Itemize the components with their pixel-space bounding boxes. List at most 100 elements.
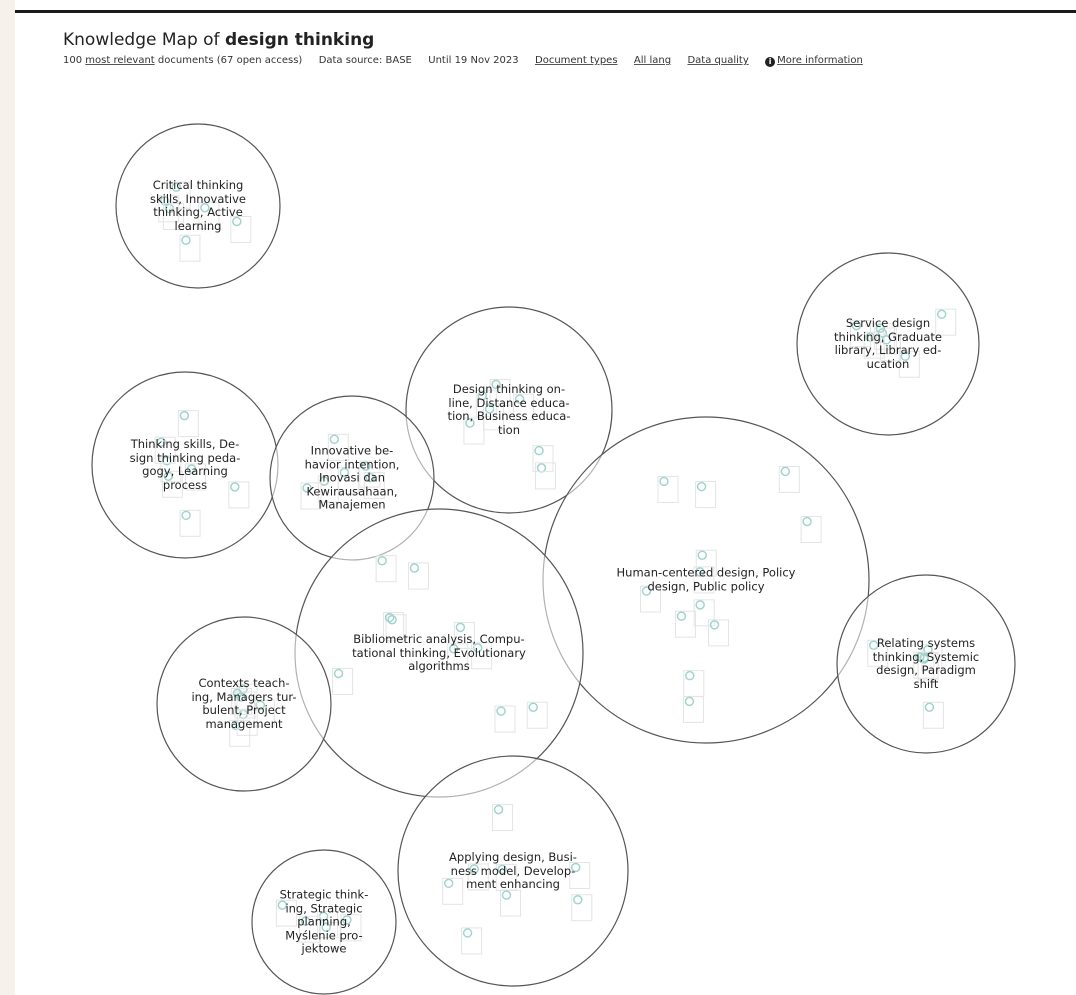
paper-icon[interactable] bbox=[442, 877, 464, 905]
paper-icon[interactable] bbox=[317, 910, 339, 938]
paper-icon[interactable] bbox=[385, 614, 407, 642]
document-types-link[interactable]: Document types bbox=[535, 55, 618, 66]
bubble-applying[interactable] bbox=[397, 755, 629, 987]
bubble-label-innovative[interactable]: Innovative be-havior intention,Inovasi d… bbox=[305, 444, 400, 512]
bubble-strategic[interactable] bbox=[251, 849, 397, 995]
paper-icon[interactable] bbox=[571, 894, 593, 922]
paper-icon[interactable] bbox=[526, 701, 548, 729]
paper-icon[interactable] bbox=[867, 639, 889, 667]
bubble-label-contexts[interactable]: Contexts teach-ing, Managers tur-bulent,… bbox=[191, 676, 296, 731]
paper-icon[interactable] bbox=[228, 481, 250, 509]
paper-icon[interactable] bbox=[229, 719, 251, 747]
paper-icon[interactable] bbox=[327, 433, 349, 461]
paper-icon[interactable] bbox=[879, 334, 901, 362]
paper-icon[interactable] bbox=[492, 804, 514, 832]
paper-icon[interactable] bbox=[407, 562, 429, 590]
bubble-label-bibliometric[interactable]: Bibliometric analysis, Compu-tational th… bbox=[352, 632, 526, 674]
paper-icon[interactable] bbox=[921, 644, 943, 672]
paper-icon[interactable] bbox=[177, 410, 199, 438]
paper-icon[interactable] bbox=[154, 436, 176, 464]
all-lang-link[interactable]: All lang bbox=[633, 55, 672, 66]
bubble-relating[interactable] bbox=[836, 574, 1016, 754]
most-relevant-link[interactable]: most relevant bbox=[85, 55, 155, 66]
bubble-circle[interactable] bbox=[405, 306, 613, 514]
paper-icon[interactable] bbox=[693, 566, 715, 594]
paper-icon[interactable] bbox=[359, 460, 381, 488]
paper-icon[interactable] bbox=[453, 621, 475, 649]
paper-icon[interactable] bbox=[332, 667, 354, 695]
bubble-label-online[interactable]: Design thinking on-line, Distance educa-… bbox=[448, 382, 571, 437]
bubble-circle[interactable] bbox=[397, 755, 629, 987]
bubble-contexts[interactable] bbox=[156, 616, 332, 792]
bubble-circle[interactable] bbox=[115, 123, 281, 289]
bubble-online[interactable] bbox=[405, 306, 613, 514]
paper-icon[interactable] bbox=[708, 619, 730, 647]
paper-icon[interactable] bbox=[198, 202, 220, 230]
paper-icon[interactable] bbox=[230, 215, 252, 243]
paper-icon[interactable] bbox=[800, 515, 822, 543]
paper-icon[interactable] bbox=[499, 889, 521, 917]
paper-icon[interactable] bbox=[375, 555, 397, 583]
paper-icon[interactable] bbox=[162, 203, 184, 231]
paper-icon[interactable] bbox=[300, 482, 322, 510]
bubble-service[interactable] bbox=[796, 252, 980, 436]
bubble-circle[interactable] bbox=[836, 574, 1016, 754]
paper-icon[interactable] bbox=[299, 915, 321, 943]
paper-icon[interactable] bbox=[922, 701, 944, 729]
paper-icon[interactable] bbox=[875, 327, 897, 355]
bubble-label-thinking-skills[interactable]: Thinking skills, De-sign thinking peda-g… bbox=[130, 437, 241, 492]
paper-icon[interactable] bbox=[640, 585, 662, 613]
paper-icon[interactable] bbox=[275, 899, 297, 927]
paper-icon[interactable] bbox=[682, 695, 704, 723]
paper-icon[interactable] bbox=[475, 390, 497, 418]
paper-icon[interactable] bbox=[657, 475, 679, 503]
paper-icon[interactable] bbox=[179, 234, 201, 262]
paper-icon[interactable] bbox=[494, 705, 516, 733]
paper-icon[interactable] bbox=[471, 642, 493, 670]
paper-icon[interactable] bbox=[534, 462, 556, 490]
paper-icon[interactable] bbox=[898, 350, 920, 378]
paper-icon[interactable] bbox=[778, 465, 800, 493]
paper-icon[interactable] bbox=[674, 610, 696, 638]
paper-icon[interactable] bbox=[363, 472, 385, 500]
paper-icon[interactable] bbox=[935, 308, 957, 336]
paper-icon[interactable] bbox=[461, 927, 483, 955]
paper-icon[interactable] bbox=[253, 699, 275, 727]
paper-icon[interactable] bbox=[463, 417, 485, 445]
bubble-critical[interactable] bbox=[115, 123, 281, 289]
paper-icon[interactable] bbox=[569, 861, 591, 889]
paper-icon[interactable] bbox=[695, 481, 717, 509]
paper-icon[interactable] bbox=[158, 195, 180, 223]
bubble-circle[interactable] bbox=[156, 616, 332, 792]
bubble-thinking-skills[interactable] bbox=[91, 371, 279, 559]
paper-icon[interactable] bbox=[467, 863, 489, 891]
paper-icon[interactable] bbox=[230, 687, 252, 715]
paper-icon[interactable] bbox=[185, 463, 207, 491]
paper-icon[interactable] bbox=[873, 322, 895, 350]
paper-icon[interactable] bbox=[319, 921, 341, 949]
paper-icon[interactable] bbox=[179, 509, 201, 537]
bubble-human-centered[interactable] bbox=[542, 416, 870, 744]
paper-icon[interactable] bbox=[849, 320, 871, 348]
paper-icon[interactable] bbox=[489, 378, 511, 406]
paper-icon[interactable] bbox=[532, 445, 554, 473]
data-quality-link[interactable]: Data quality bbox=[687, 55, 749, 66]
paper-icon[interactable] bbox=[236, 708, 258, 736]
paper-icon[interactable] bbox=[447, 643, 469, 671]
paper-icon[interactable] bbox=[913, 651, 935, 679]
paper-icon[interactable] bbox=[513, 393, 535, 421]
paper-icon[interactable] bbox=[693, 599, 715, 627]
paper-icon[interactable] bbox=[169, 181, 191, 209]
paper-icon[interactable] bbox=[160, 455, 182, 483]
paper-icon[interactable] bbox=[383, 612, 405, 640]
paper-icon[interactable] bbox=[234, 691, 256, 719]
paper-icon[interactable] bbox=[340, 914, 362, 942]
paper-icon[interactable] bbox=[917, 652, 939, 680]
bubble-label-applying[interactable]: Applying design, Busi-ness model, Develo… bbox=[449, 850, 577, 892]
